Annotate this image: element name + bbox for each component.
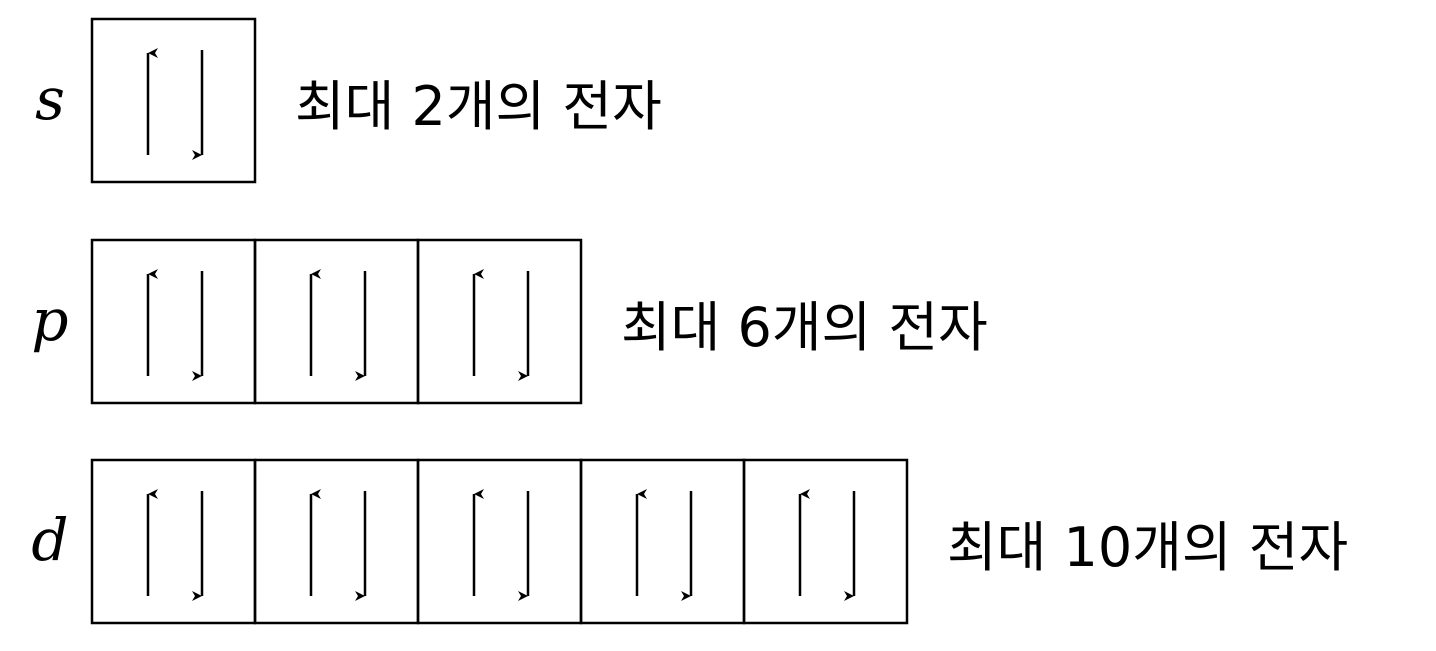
orbital-box bbox=[90, 17, 257, 184]
orbital-label-s: s bbox=[35, 65, 65, 133]
orbital-box bbox=[90, 458, 257, 625]
orbital-box bbox=[742, 458, 909, 625]
capacity-caption: 최대 6개의 전자 bbox=[621, 296, 988, 359]
orbital-box bbox=[579, 458, 746, 625]
orbital-box bbox=[253, 238, 420, 405]
orbital-label-d: d bbox=[31, 506, 68, 574]
capacity-caption: 최대 2개의 전자 bbox=[295, 75, 662, 138]
capacity-caption: 최대 10개의 전자 bbox=[947, 516, 1348, 579]
orbital-box bbox=[90, 238, 257, 405]
orbital-box bbox=[416, 458, 583, 625]
orbital-box bbox=[416, 238, 583, 405]
orbital-box bbox=[253, 458, 420, 625]
orbital-label-p: p bbox=[31, 286, 68, 354]
